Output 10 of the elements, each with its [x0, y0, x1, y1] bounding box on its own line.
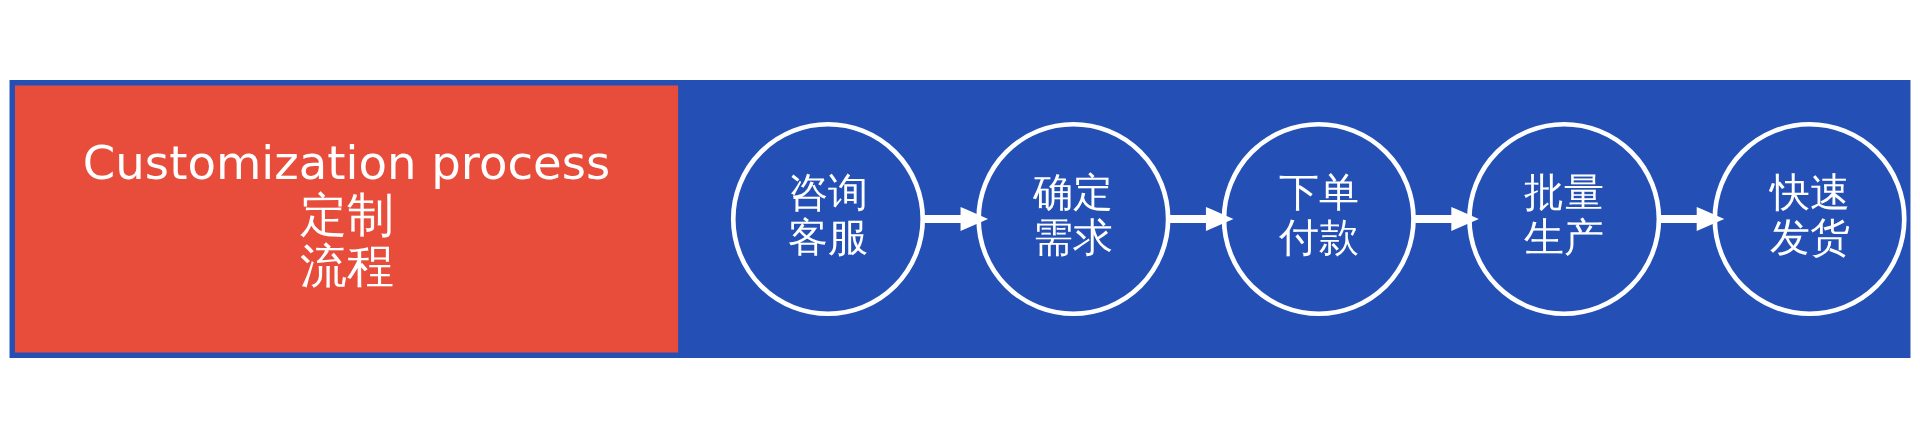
node-box: Customization process 定制流程 [14, 84, 679, 353]
node-circle: 批量生产 [1467, 121, 1662, 316]
node-circle: 下单付款 [1221, 121, 1416, 316]
arrow [923, 206, 989, 231]
arrow [1168, 206, 1234, 231]
arrow [1414, 206, 1479, 231]
node-circle: 快速发货 [1712, 121, 1907, 316]
node-circle: 确定需求 [976, 121, 1171, 316]
node-circle: 咨询客服 [730, 121, 926, 316]
arrow [1659, 206, 1725, 231]
